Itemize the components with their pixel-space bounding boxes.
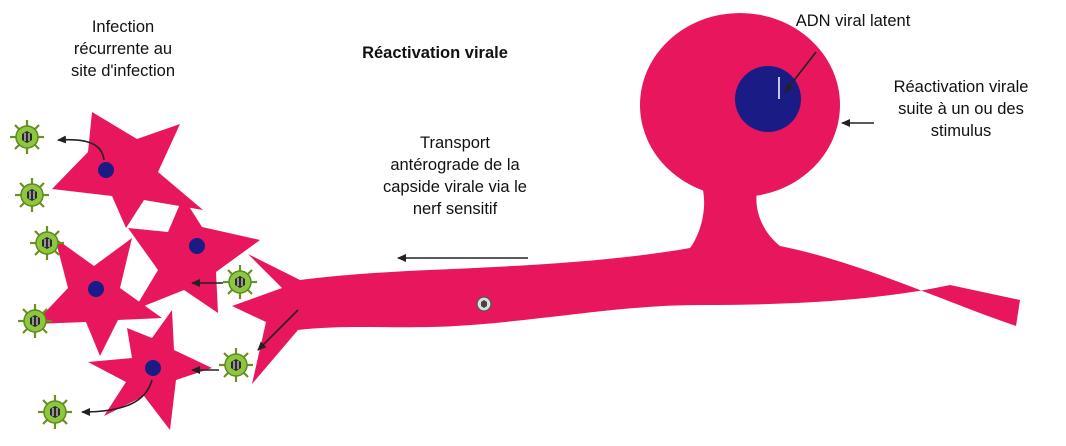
infection-label: Infection récurrente au site d'infection <box>28 16 218 82</box>
capsid-icon <box>477 297 491 311</box>
reactivation-label-line: Réactivation virale <box>856 76 1066 98</box>
reactivation-label: Réactivation virale suite à un ou des st… <box>856 76 1066 142</box>
virus-particle-icon <box>30 226 64 260</box>
target-cells <box>34 112 260 430</box>
infection-label-line: site d'infection <box>28 60 218 82</box>
virus-particle-icon <box>15 178 49 212</box>
reactivation-label-line: suite à un ou des <box>856 98 1066 120</box>
virus-particle-icon <box>223 265 257 299</box>
diagram-title: Réactivation virale <box>315 42 555 64</box>
transport-label: Transport antérograde de la capside vira… <box>350 132 560 220</box>
transport-label-line: antérograde de la <box>350 154 560 176</box>
infection-label-line: Infection <box>28 16 218 38</box>
virus-particle-icon <box>18 304 52 338</box>
neuron-nucleus <box>735 66 801 132</box>
reactivation-label-line: stimulus <box>856 120 1066 142</box>
virus-particle-icon <box>38 395 72 429</box>
dna-label: ADN viral latent <box>760 10 946 32</box>
transport-label-line: nerf sensitif <box>350 198 560 220</box>
virus-particle-icon <box>10 120 44 154</box>
infection-label-line: récurrente au <box>28 38 218 60</box>
virus-particle-icon <box>219 348 253 382</box>
transport-label-line: capside virale via le <box>350 176 560 198</box>
transport-label-line: Transport <box>350 132 560 154</box>
